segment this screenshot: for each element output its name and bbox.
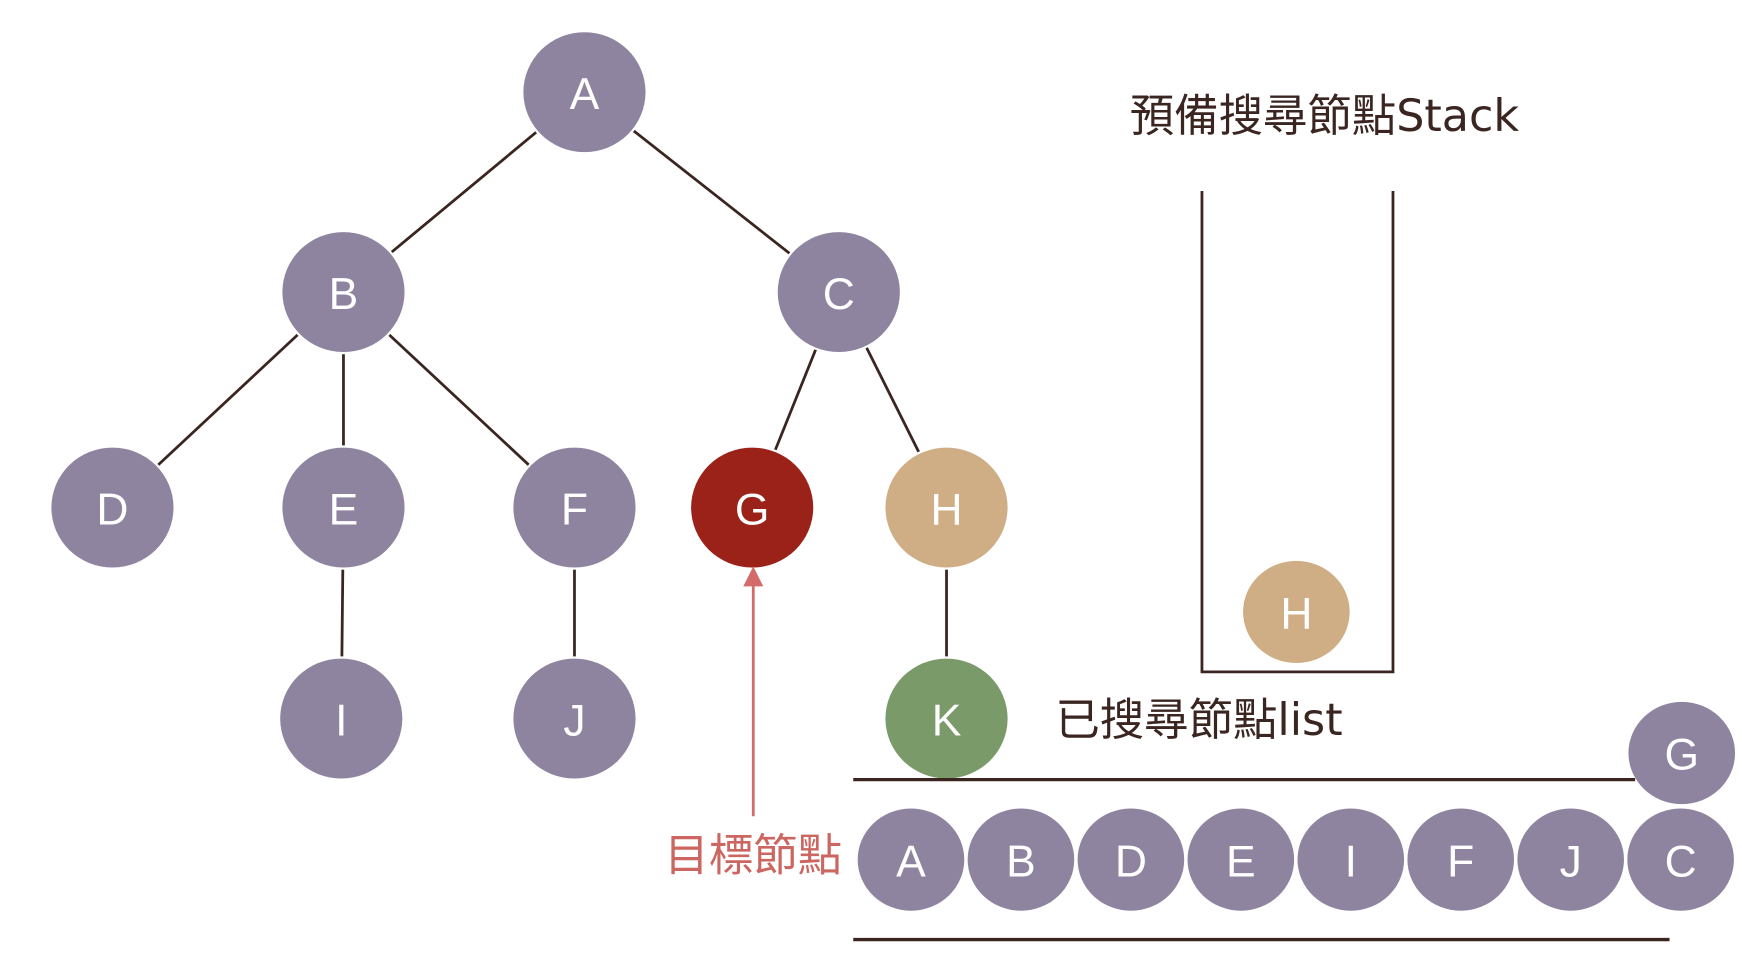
node-label: J	[1560, 837, 1582, 886]
node-label: A	[570, 70, 600, 119]
visited-list-item: I	[1297, 808, 1405, 911]
node-label: D	[96, 485, 128, 534]
tree-node-D: D	[51, 447, 174, 568]
node-label: E	[329, 485, 359, 534]
node-circle	[51, 447, 174, 568]
tree-node-I: I	[280, 658, 403, 779]
node-circle	[1407, 808, 1515, 911]
tree-node-J: J	[513, 658, 636, 779]
tree-node-E: E	[282, 447, 405, 568]
visited-list-item: C	[1627, 808, 1734, 911]
target-label: 目標節點	[664, 831, 842, 882]
node-circle	[1077, 808, 1185, 911]
node-label: J	[563, 696, 585, 745]
node-label: C	[1665, 837, 1697, 886]
node-circle	[282, 447, 405, 568]
tree-node-K: K	[885, 658, 1008, 779]
node-circle	[513, 447, 636, 568]
node-circle	[885, 447, 1008, 568]
node-circle	[280, 658, 403, 779]
node-label: A	[896, 837, 926, 886]
visited-list-item: A	[857, 808, 965, 911]
node-circle	[1297, 808, 1405, 911]
node-label: I	[335, 696, 347, 745]
node-circle	[857, 808, 965, 911]
tree-node-B: B	[282, 232, 405, 353]
node-label: I	[1345, 837, 1357, 886]
node-circle	[523, 32, 646, 153]
node-circle	[513, 658, 636, 779]
node-label: G	[735, 485, 770, 534]
visited-list-item: F	[1407, 808, 1515, 911]
tree-node-C: C	[777, 232, 900, 353]
node-label: H	[930, 485, 962, 534]
node-circle	[967, 808, 1075, 911]
node-circle	[1628, 701, 1736, 805]
node-label: C	[823, 270, 855, 319]
node-label: F	[1447, 837, 1474, 886]
node-label: B	[1006, 837, 1036, 886]
tree-node-H: H	[885, 447, 1008, 568]
visited-list-title: 已搜尋節點list	[1055, 695, 1342, 746]
node-circle	[282, 232, 405, 353]
node-label: B	[329, 270, 359, 319]
tree-node-G: G	[691, 447, 814, 568]
node-label: E	[1226, 837, 1256, 886]
stack-container	[1200, 191, 1395, 674]
node-circle	[1243, 560, 1350, 664]
tree-node-F: F	[513, 447, 636, 568]
node-circle	[691, 447, 814, 568]
stack-title: 預備搜尋節點Stack	[1130, 91, 1520, 142]
node-label: K	[932, 696, 962, 745]
stack-item: H	[1243, 560, 1350, 664]
node-circle	[777, 232, 900, 353]
node-label: F	[561, 485, 588, 534]
node-circle	[1627, 808, 1734, 911]
visited-list-item: D	[1077, 808, 1185, 911]
node-circle	[1187, 808, 1295, 911]
visited-list-item: J	[1517, 808, 1624, 911]
node-label: G	[1664, 731, 1699, 780]
target-arrow-head	[743, 566, 764, 587]
incoming-list-item: G	[1628, 701, 1736, 805]
node-circle	[1517, 808, 1624, 911]
tree-node-A: A	[523, 32, 646, 153]
node-label: H	[1280, 590, 1312, 639]
visited-list-item: B	[967, 808, 1075, 911]
node-label: D	[1115, 837, 1147, 886]
node-circle	[885, 658, 1008, 779]
visited-list-item: E	[1187, 808, 1295, 911]
